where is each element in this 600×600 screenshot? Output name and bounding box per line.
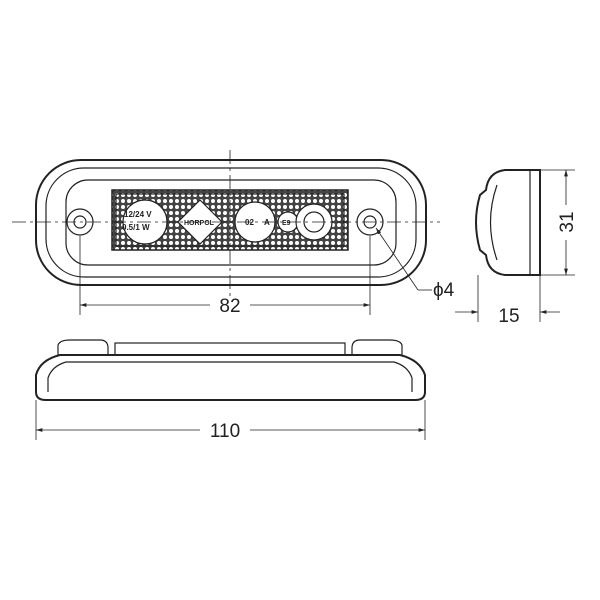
voltage-label: 12/24 V [124, 210, 152, 219]
front-view [35, 339, 426, 440]
power-label: 0.5/1 W [122, 223, 150, 232]
class-label: A [264, 218, 270, 227]
dim-depth: 15 [498, 306, 519, 327]
dim-height: 31 [557, 211, 578, 232]
side-view [455, 169, 575, 322]
code-label: 02 [245, 218, 254, 227]
brand-label: HORPOL [184, 220, 215, 227]
top-view [12, 150, 440, 315]
dim-hole-diameter: ϕ4 [433, 280, 455, 301]
dim-hole-spacing: 82 [219, 296, 240, 317]
dim-overall-length: 110 [210, 421, 240, 442]
approval-label: E9 [282, 220, 291, 227]
